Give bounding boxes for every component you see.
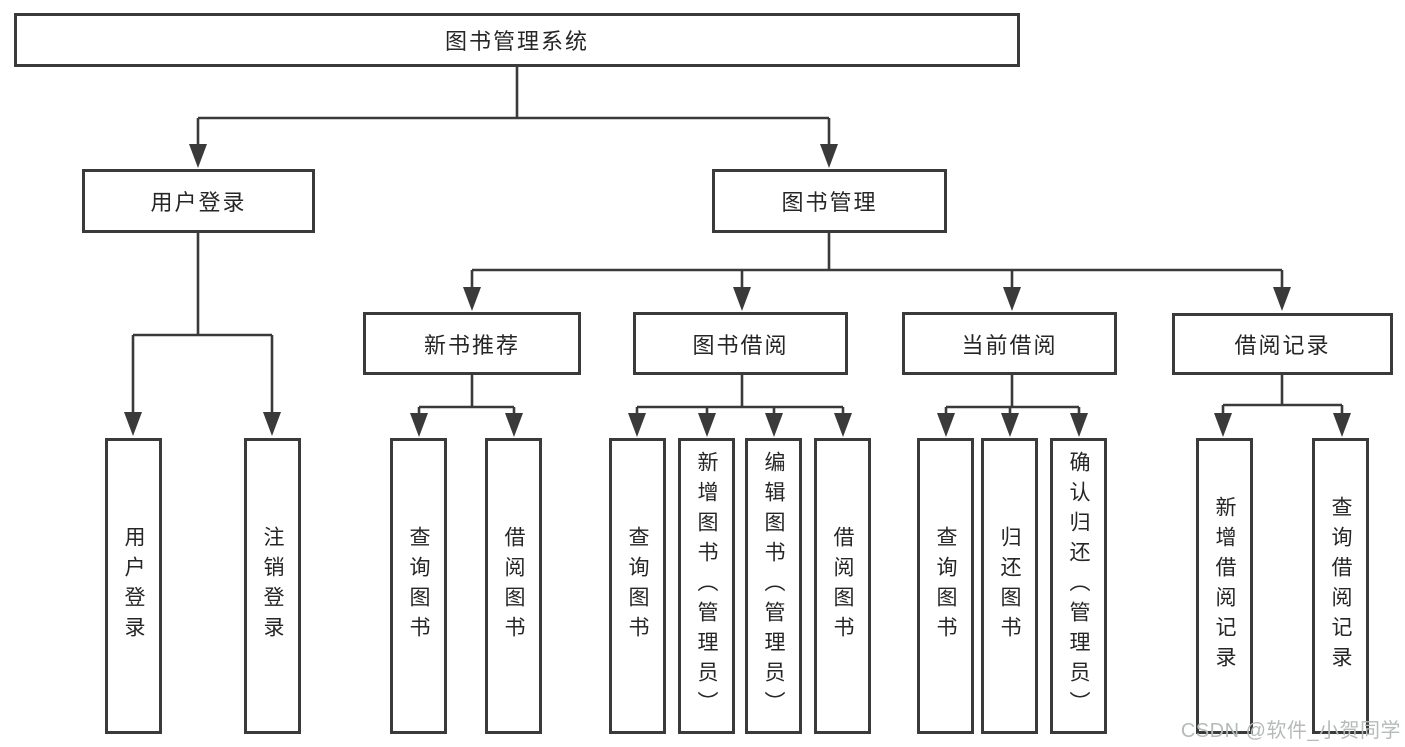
- leaf-user-login-label: 用户登录: [122, 526, 145, 646]
- node-book-borrowing-label: 图书借阅: [692, 332, 789, 358]
- leaf-add-books-admin-label: 新增图书（管理员）: [695, 451, 718, 721]
- leaf-user-login: 用户登录: [105, 438, 162, 734]
- leaf-query-books-current-label: 查询图书: [934, 526, 957, 646]
- node-book-management: 图书管理: [712, 169, 947, 233]
- leaf-add-borrow-record: 新增借阅记录: [1196, 438, 1253, 734]
- node-book-management-label: 图书管理: [781, 190, 878, 215]
- leaf-query-books-current: 查询图书: [917, 438, 974, 734]
- leaf-edit-books-admin-label: 编辑图书（管理员）: [762, 451, 785, 721]
- leaf-add-books-admin: 新增图书（管理员）: [678, 438, 735, 734]
- watermark: CSDN @软件_小贺同学: [1180, 720, 1401, 742]
- leaf-confirm-return-admin: 确认归还（管理员）: [1050, 438, 1107, 734]
- node-library-system: 图书管理系统: [14, 13, 1020, 67]
- leaf-logout: 注销登录: [244, 438, 301, 734]
- leaf-logout-label: 注销登录: [261, 526, 284, 646]
- node-user-login-label: 用户登录: [150, 190, 247, 215]
- node-borrowing-records-label: 借阅记录: [1234, 333, 1331, 358]
- node-current-borrowing: 当前借阅: [902, 312, 1117, 375]
- leaf-edit-books-admin: 编辑图书（管理员）: [745, 438, 802, 734]
- leaf-query-books-recommend-label: 查询图书: [407, 526, 430, 646]
- node-book-borrowing: 图书借阅: [633, 312, 848, 375]
- leaf-query-borrow-record-label: 查询借阅记录: [1329, 496, 1352, 676]
- node-user-login: 用户登录: [82, 169, 315, 233]
- node-borrowing-records: 借阅记录: [1172, 313, 1393, 375]
- leaf-query-books-borrowing-label: 查询图书: [626, 526, 649, 646]
- node-current-borrowing-label: 当前借阅: [961, 332, 1058, 358]
- leaf-return-books-label: 归还图书: [998, 526, 1021, 646]
- node-new-book-recommend-label: 新书推荐: [423, 332, 520, 358]
- leaf-confirm-return-admin-label: 确认归还（管理员）: [1067, 451, 1090, 721]
- leaf-add-borrow-record-label: 新增借阅记录: [1213, 496, 1236, 676]
- leaf-return-books: 归还图书: [981, 438, 1038, 734]
- leaf-borrow-books-borrowing-label: 借阅图书: [831, 526, 854, 646]
- node-new-book-recommend: 新书推荐: [363, 312, 581, 375]
- leaf-borrow-books-recommend: 借阅图书: [485, 438, 542, 734]
- leaf-borrow-books-borrowing: 借阅图书: [814, 438, 871, 734]
- connector-path: [131, 67, 1344, 416]
- leaf-query-books-recommend: 查询图书: [390, 438, 447, 734]
- leaf-query-books-borrowing: 查询图书: [609, 438, 666, 734]
- arrowheads: [124, 144, 1351, 437]
- node-library-system-label: 图书管理系统: [444, 29, 589, 54]
- leaf-query-borrow-record: 查询借阅记录: [1312, 438, 1369, 734]
- leaf-borrow-books-recommend-label: 借阅图书: [502, 526, 525, 646]
